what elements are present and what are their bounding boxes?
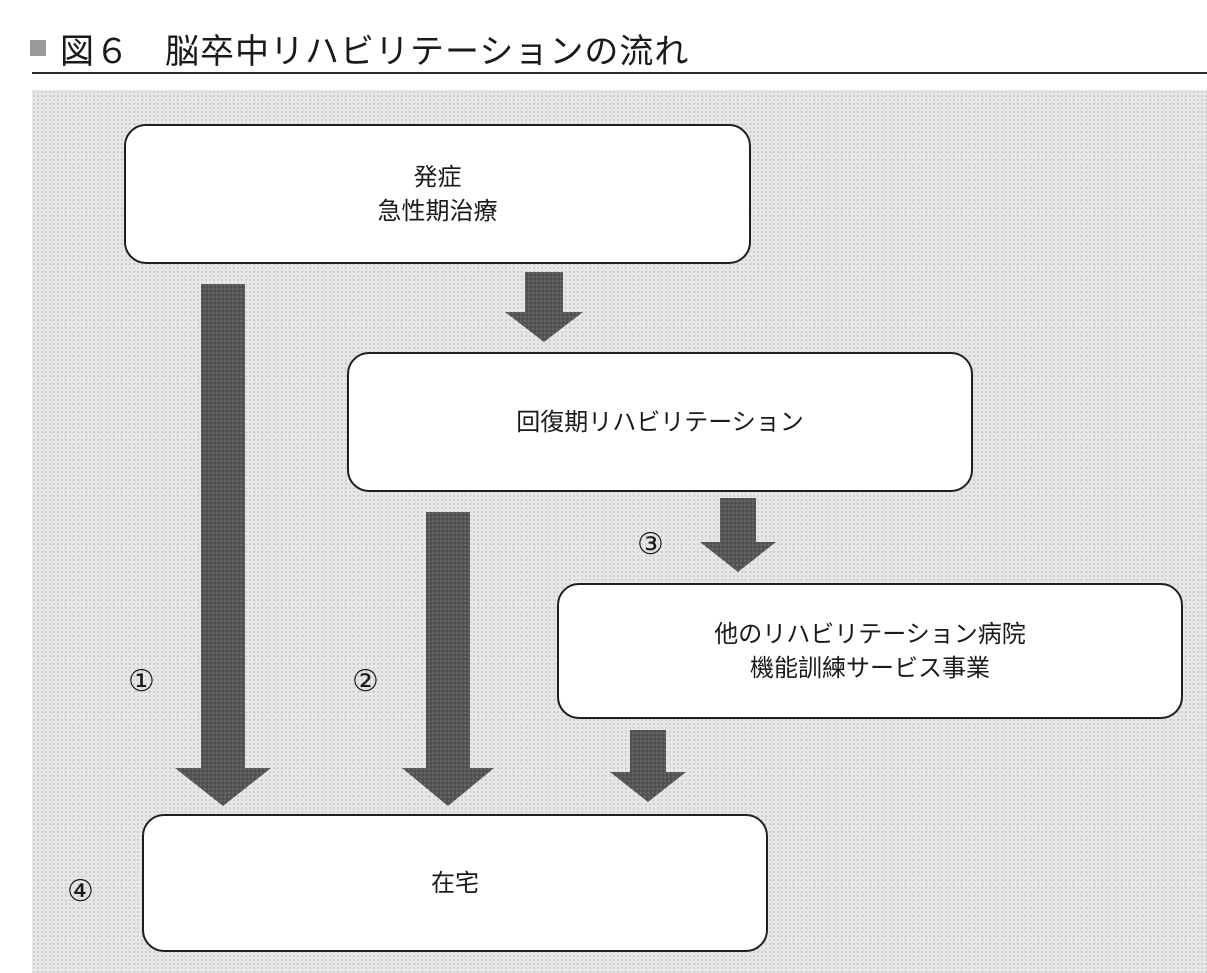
route-label-2: ② xyxy=(352,664,379,699)
figure-header: 図６ 脳卒中リハビリテーションの流れ xyxy=(30,20,689,76)
header-divider xyxy=(32,72,1207,74)
node-home: 在宅 xyxy=(142,814,768,952)
node-onset-acute-treatment: 発症 急性期治療 xyxy=(124,124,751,264)
node-other-line1: 他のリハビリテーション病院 xyxy=(714,620,1026,648)
node-other-rehab-services: 他のリハビリテーション病院 機能訓練サービス事業 xyxy=(557,583,1183,719)
route-label-1: ① xyxy=(128,664,155,699)
node-home-label: 在宅 xyxy=(431,869,479,897)
node-other-line2: 機能訓練サービス事業 xyxy=(750,654,990,682)
node-recovery-label: 回復期リハビリテーション xyxy=(516,408,804,436)
header-bullet-icon xyxy=(30,40,46,56)
route-label-4: ④ xyxy=(67,874,94,909)
node-onset-line1: 発症 xyxy=(413,163,462,191)
route-label-3: ③ xyxy=(637,527,664,562)
node-onset-line2: 急性期治療 xyxy=(377,197,498,225)
figure-title: 図６ 脳卒中リハビリテーションの流れ xyxy=(60,31,690,72)
node-recovery-rehabilitation: 回復期リハビリテーション xyxy=(347,352,973,492)
